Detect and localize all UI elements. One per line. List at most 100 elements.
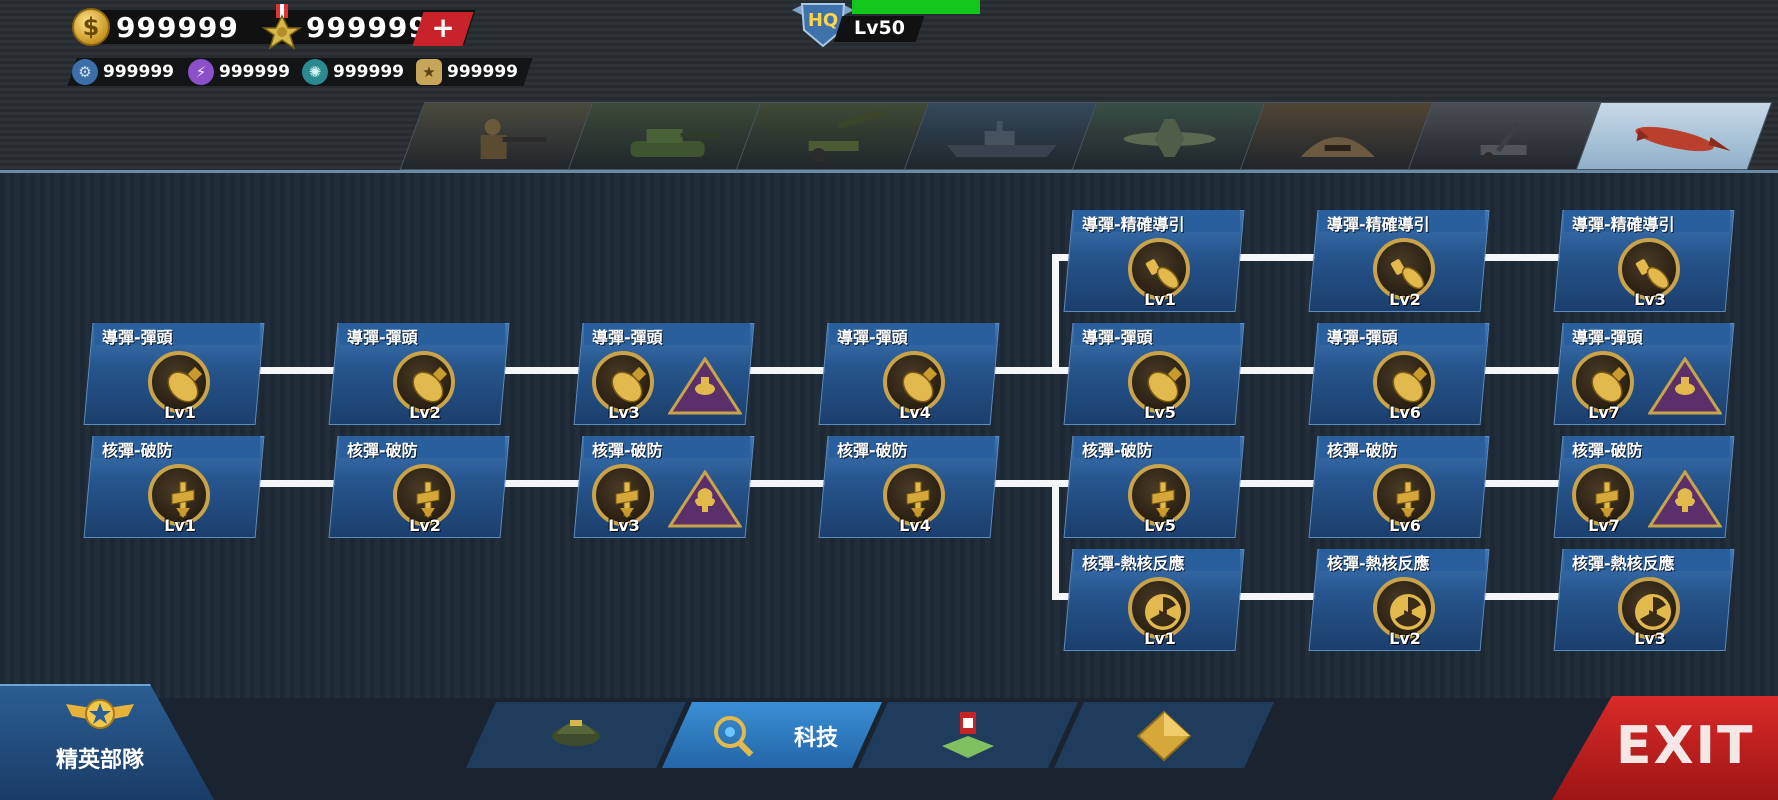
top-bar: $ 999999 999999 + ⚙ 999999 ⚡ 999999 ✺ 99… [0,0,1778,173]
missile-icon [1635,126,1731,152]
gear-icon: ⚙ [72,59,98,85]
tech-node-title: 核彈-破防 [1572,441,1643,460]
tech-node-level: Lv7 [1588,403,1620,422]
nuke-pierce-icon [416,481,440,518]
energy-resource: ⚡ 999999 [188,58,290,86]
connector-thermo [1481,593,1560,600]
badge-resource: ★ 999999 [416,58,518,86]
category-tab-bunker[interactable] [1239,102,1437,170]
radiation-icon [1635,594,1671,630]
tech-icon-ring [1373,464,1435,526]
category-tab-tank[interactable] [567,102,765,170]
tech-node-title: 導彈-精確導引 [1327,215,1430,234]
connector-pierce [991,480,1070,487]
tech-node-header [829,323,995,345]
category-tab-artillery[interactable] [735,102,933,170]
category-tab-infantry[interactable] [399,102,597,170]
hq-progress-bar [852,0,980,14]
tech-node-header [1564,210,1730,232]
tech-node-header [1074,549,1240,571]
nav-tab-diamond[interactable] [1054,702,1274,768]
tech-node-title: 導彈-彈頭 [592,328,663,347]
tech-node-title: 導彈-彈頭 [1082,328,1153,347]
tech-node-level: Lv4 [899,516,931,535]
tech-node-header [1074,210,1240,232]
tech-node-title: 核彈-破防 [102,441,173,460]
tech-icon-ring [393,464,455,526]
tech-node[interactable]: 導彈-精確導引 Lv3 [1553,210,1735,312]
tech-icon-ring [393,351,455,413]
tech-node[interactable]: 核彈-熱核反應 Lv1 [1063,549,1245,651]
tech-node-level: Lv5 [1144,403,1176,422]
warhead-icon [1591,366,1627,403]
category-tab-navy[interactable] [903,102,1101,170]
tech-node[interactable]: 導彈-精確導引 Lv1 [1063,210,1245,312]
parts-icon: ✺ [302,59,328,85]
category-divider [0,170,1778,173]
tech-node[interactable]: 核彈-熱核反應 Lv2 [1308,549,1490,651]
plus-label: + [431,11,456,44]
elite-wings-icon [66,699,134,729]
nuke-pierce-icon [615,481,639,518]
branch-top-stub [1052,254,1072,261]
warhead-icon [902,366,938,403]
tech-node-header [1564,549,1730,571]
tech-node-title: 導彈-精確導引 [1082,215,1185,234]
tech-node-level: Lv1 [1144,290,1176,309]
tech-node-title: 導彈-彈頭 [1327,328,1398,347]
diamond-icon [1136,710,1192,762]
warhead-icon [167,366,203,403]
tech-node-title: 導彈-彈頭 [1572,328,1643,347]
gold-resource: $ 999999 [72,8,306,46]
nav-tab-map-building[interactable] [858,702,1078,768]
tech-node-header [584,323,750,345]
tech-icon-ring [1572,351,1634,413]
plane-icon [1123,119,1216,157]
tech-node-title: 核彈-破防 [1327,441,1398,460]
connector-top [1481,254,1560,261]
tech-node-level: Lv1 [1144,629,1176,648]
tech-node[interactable]: 導彈-彈頭 Lv6 [1308,323,1490,425]
branch-thermo-stub [1052,593,1072,600]
category-strip [399,102,1778,170]
secondary-resources: ⚙ 999999 ⚡ 999999 ✺ 999999 ★ 999999 [67,58,533,86]
gold-value: 999999 [116,10,239,44]
tech-node-level: Lv2 [1389,629,1421,648]
warhead-icon [1147,366,1183,403]
tech-node-title: 核彈-熱核反應 [1327,554,1430,573]
hq-badge-text: HQ [808,10,838,31]
medal-resource: 999999 [262,4,476,50]
connector-warhead [991,367,1070,374]
tech-node-title: 核彈-破防 [592,441,663,460]
nav-tab-research[interactable]: 科技 [662,702,882,768]
category-tab-air[interactable] [1071,102,1269,170]
tech-node-level: Lv3 [1634,290,1666,309]
cannon-icon [808,111,890,162]
category-tab-anti-air[interactable] [1407,102,1605,170]
tech-icon-ring [1128,351,1190,413]
nav-tab-officer-cap[interactable] [466,702,686,768]
tech-node[interactable]: 導彈-彈頭 Lv5 [1063,323,1245,425]
tech-node[interactable]: 導彈-彈頭 Lv7 [1553,323,1735,425]
tech-node-title: 導彈-精確導引 [1572,215,1675,234]
category-tab-missile[interactable] [1575,102,1773,170]
connector-warhead [746,367,825,374]
tech-node-level: Lv5 [1144,516,1176,535]
medal-icon [262,4,302,50]
tech-node-level: Lv6 [1389,403,1421,422]
gear-resource: ⚙ 999999 [72,58,174,86]
tech-node-title: 核彈-熱核反應 [1082,554,1185,573]
